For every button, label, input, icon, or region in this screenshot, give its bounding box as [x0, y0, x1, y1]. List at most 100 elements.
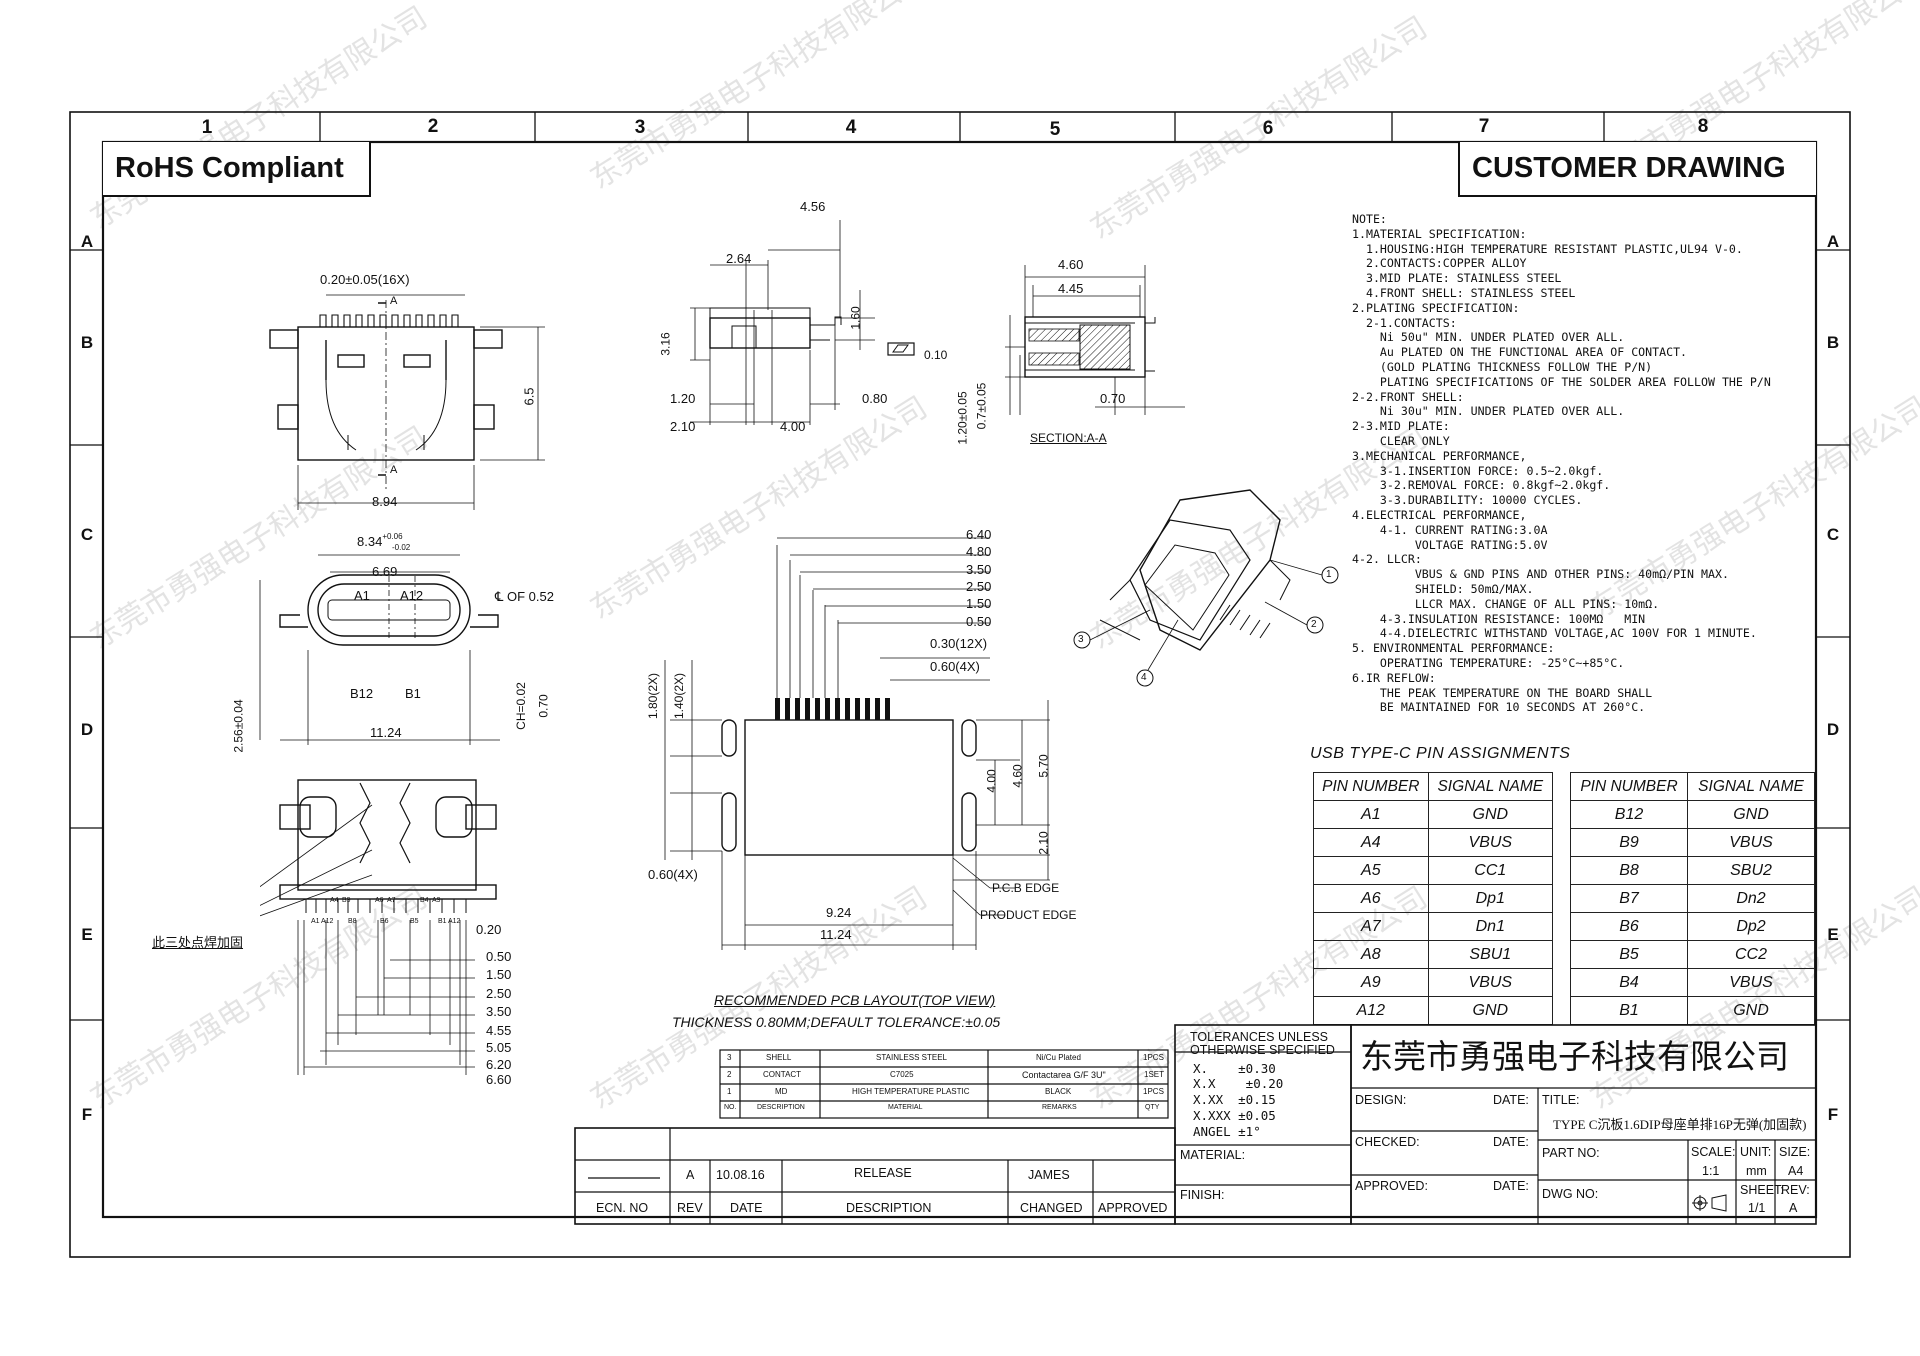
signal-cell: VBUS [1427, 968, 1554, 997]
dim-6-20: 6.20 [486, 1057, 512, 1072]
end-view [259, 554, 500, 745]
rev-label: REV: [1781, 1183, 1810, 1197]
part-no-label: PART NO: [1542, 1146, 1600, 1160]
note-line: 4.FRONT SHELL: STAINLESS STEEL [1352, 285, 1576, 300]
section-caption: SECTION:A-A [1030, 431, 1107, 445]
note-line: 1.MATERIAL SPECIFICATION: [1352, 226, 1527, 241]
note-line: VOLTAGE RATING:5.0V [1352, 537, 1548, 552]
note-line: 2-3.MID PLATE: [1352, 419, 1450, 434]
pin-cell: A8 [1313, 940, 1429, 969]
grid-row-d-right: D [1826, 720, 1840, 739]
dim-flatness: 0.10 [924, 348, 948, 362]
bottom-pin-b9: B9 [342, 897, 351, 904]
dim-8-34: 8.34+0.06 [357, 533, 403, 549]
bom-qty-contact: 1SET [1144, 1070, 1165, 1079]
bom-h-desc: DESCRIPTION [757, 1104, 805, 1111]
rev-h-rev: REV [677, 1201, 703, 1215]
note-line: 5. ENVIRONMENTAL PERFORMANCE: [1352, 641, 1555, 656]
note-line: 3.MID PLATE: STAINLESS STEEL [1352, 271, 1562, 286]
dim-4-45: 4.45 [1058, 281, 1084, 296]
rev-h-approved: APPROVED [1098, 1201, 1168, 1215]
scale-label: SCALE: [1691, 1145, 1736, 1159]
pcb-dim-1-50: 1.50 [966, 596, 992, 611]
size-label: SIZE: [1779, 1145, 1811, 1159]
weld-note: 此三处点焊加固 [152, 935, 244, 950]
pcb-title: RECOMMENDED PCB LAYOUT(TOP VIEW) [714, 992, 996, 1008]
signal-header: SIGNAL NAME [1427, 772, 1554, 801]
grid-row-e: E [81, 925, 93, 944]
grid-row-c: C [80, 525, 94, 544]
scale-value: 1:1 [1702, 1164, 1720, 1178]
bottom-pin-b4: B4 [420, 897, 429, 904]
pcb-dim-9-24: 9.24 [826, 905, 852, 920]
note-line: 3-3.DURABILITY: 10000 CYCLES. [1352, 493, 1583, 508]
note-line: 1.HOUSING:HIGH TEMPERATURE RESISTANT PLA… [1352, 241, 1743, 256]
pcb-dim-4-80: 4.80 [966, 544, 992, 559]
signal-header: SIGNAL NAME [1687, 772, 1815, 801]
bom-qty-md: 1PCS [1143, 1087, 1164, 1096]
grid-row-b: B [80, 333, 94, 352]
iso-view [1073, 489, 1339, 687]
bottom-pin-b8: B8 [348, 918, 357, 925]
bottom-pin-a12: A12 [321, 918, 334, 925]
pin-cell: B12 [1569, 800, 1689, 829]
pcb-dim-0-50: 0.50 [966, 614, 992, 629]
dim-4-55: 4.55 [486, 1023, 512, 1038]
pin-cell: A5 [1313, 856, 1429, 885]
grid-col-2: 2 [427, 116, 439, 137]
tolerance-line: X.XX ±0.15 [1193, 1092, 1276, 1107]
dim-11-24-end: 11.24 [370, 725, 402, 740]
bom-h-rem: REMARKS [1042, 1104, 1077, 1111]
dwg-no-label: DWG NO: [1542, 1187, 1599, 1201]
sheet-label: SHEET: [1740, 1183, 1784, 1197]
note-line: 3-2.REMOVAL FORCE: 0.8kgf~2.0kgf. [1352, 478, 1611, 493]
signal-cell: VBUS [1687, 828, 1815, 857]
dim-centerline: ℄ OF 0.52 [495, 589, 554, 604]
unit-value: mm [1746, 1164, 1767, 1178]
rohs-banner: RoHS Compliant [103, 142, 371, 197]
pcb-dim-0-60: 0.60(4X) [930, 659, 980, 674]
side-view [690, 220, 915, 425]
bottom-pin-b1: B1 [438, 918, 447, 925]
rev-value: A [686, 1168, 695, 1182]
note-line: 2-1.CONTACTS: [1352, 315, 1457, 330]
note-line: VBUS & GND PINS AND OTHER PINS: 40mΩ/PIN… [1352, 567, 1729, 582]
bom-no-3: 3 [727, 1053, 732, 1062]
bom-no-1: 1 [727, 1087, 732, 1096]
pin-cell: B1 [1569, 996, 1689, 1025]
signal-cell: Dp2 [1687, 912, 1815, 941]
dim-6-69: 6.69 [372, 564, 398, 579]
note-line: Ni 30u" MIN. UNDER PLATED OVER ALL. [1352, 404, 1625, 419]
bottom-pin-a4: A4 [330, 897, 339, 904]
pin-cell: A12 [1313, 996, 1429, 1025]
bom-desc-contact: CONTACT [763, 1070, 802, 1079]
note-line: NOTE: [1352, 212, 1387, 226]
dim-0-50: 0.50 [486, 949, 512, 964]
bom-mat-shell: STAINLESS STEEL [876, 1053, 947, 1062]
drawing-title: TYPE C沉板1.6DIP母座单排16P无弹(加固款) [1553, 1117, 1807, 1132]
customer-drawing-banner: CUSTOMER DRAWING [1458, 142, 1816, 197]
grid-row-f-right: F [1827, 1105, 1839, 1124]
dim-width-8-94: 8.94 [372, 494, 398, 509]
pcb-dim-0-60-4x: 0.60(4X) [648, 867, 698, 882]
grid-row-e-right: E [1827, 925, 1839, 944]
note-line: 4-2. LLCR: [1352, 552, 1422, 567]
pcb-dim-0-30: 0.30(12X) [930, 636, 988, 651]
signal-cell: GND [1687, 996, 1815, 1025]
note-line: PLATING SPECIFICATIONS OF THE SOLDER ARE… [1352, 374, 1771, 389]
design-date-label: DATE: [1493, 1093, 1529, 1107]
section-mark-bottom: A [390, 464, 398, 476]
grid-col-5: 5 [1049, 119, 1061, 140]
pin-cell: B8 [1569, 856, 1689, 885]
dim-1-20: 1.20 [670, 391, 696, 406]
top-view [269, 294, 545, 510]
pin-label-b12: B12 [350, 686, 374, 701]
rev-description: RELEASE [854, 1166, 912, 1180]
customer-drawing-label: CUSTOMER DRAWING [1472, 152, 1786, 184]
checked-date-label: DATE: [1493, 1135, 1529, 1149]
note-line: (GOLD PLATING THICKNESS FOLLOW THE P/N) [1352, 359, 1653, 374]
callout-1: 1 [1326, 569, 1332, 580]
approved-date-label: DATE: [1493, 1179, 1529, 1193]
